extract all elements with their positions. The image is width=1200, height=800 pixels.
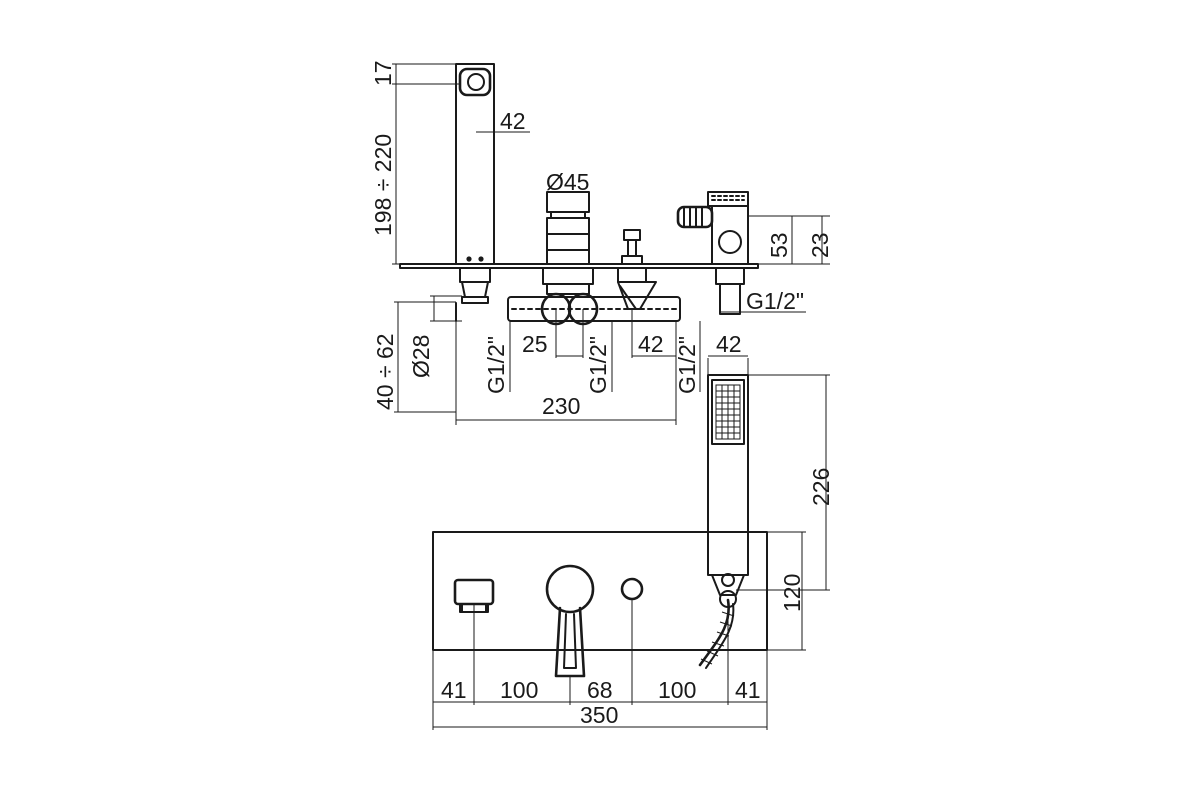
label-spout-top: 17 [370, 60, 396, 86]
label-shank-length: 40 ÷ 62 [372, 333, 398, 410]
label-shank-diameter: Ø28 [408, 335, 434, 378]
mixer-lever [545, 564, 595, 678]
label-spacing-3: 68 [587, 677, 613, 703]
dimension-lines [392, 63, 830, 730]
label-inlet-spacing: 25 [522, 331, 548, 357]
label-thread-left: G1/2" [483, 336, 509, 394]
shower-holder [676, 191, 749, 315]
mixer-body [507, 191, 681, 326]
shower-nozzle-grid [715, 384, 741, 440]
label-overall-width: 230 [542, 393, 580, 419]
label-plate-height: 120 [779, 574, 805, 612]
label-thread-right: G1/2" [674, 336, 700, 394]
label-spacing-5: 41 [735, 677, 761, 703]
diverter-button [620, 577, 644, 601]
dimension-labels: 17 198 ÷ 220 42 Ø45 53 23 G1/2" 40 ÷ 62 … [370, 60, 834, 728]
label-thread-middle: G1/2" [585, 336, 611, 394]
plate [432, 531, 768, 651]
diverter-knob [617, 229, 657, 310]
label-spacing-4: 100 [658, 677, 696, 703]
label-diverter-thread: G1/2" [746, 288, 804, 314]
label-spacing-1: 41 [441, 677, 467, 703]
label-hand-shower-length: 226 [808, 468, 834, 506]
label-spacing-2: 100 [500, 677, 538, 703]
label-offset-right: 42 [638, 331, 664, 357]
label-spout-height: 198 ÷ 220 [370, 134, 396, 236]
label-spout-width: 42 [500, 108, 526, 134]
label-mixer-diameter: Ø45 [546, 169, 589, 195]
label-diverter-height: 53 [766, 232, 792, 258]
hand-shower [707, 374, 749, 596]
label-diverter-base: 23 [807, 232, 833, 258]
front-view [432, 531, 768, 678]
side-view [399, 63, 759, 326]
label-plate-width: 350 [580, 702, 618, 728]
hose [698, 590, 737, 669]
label-hand-shower-width: 42 [716, 331, 742, 357]
spout [455, 63, 495, 322]
